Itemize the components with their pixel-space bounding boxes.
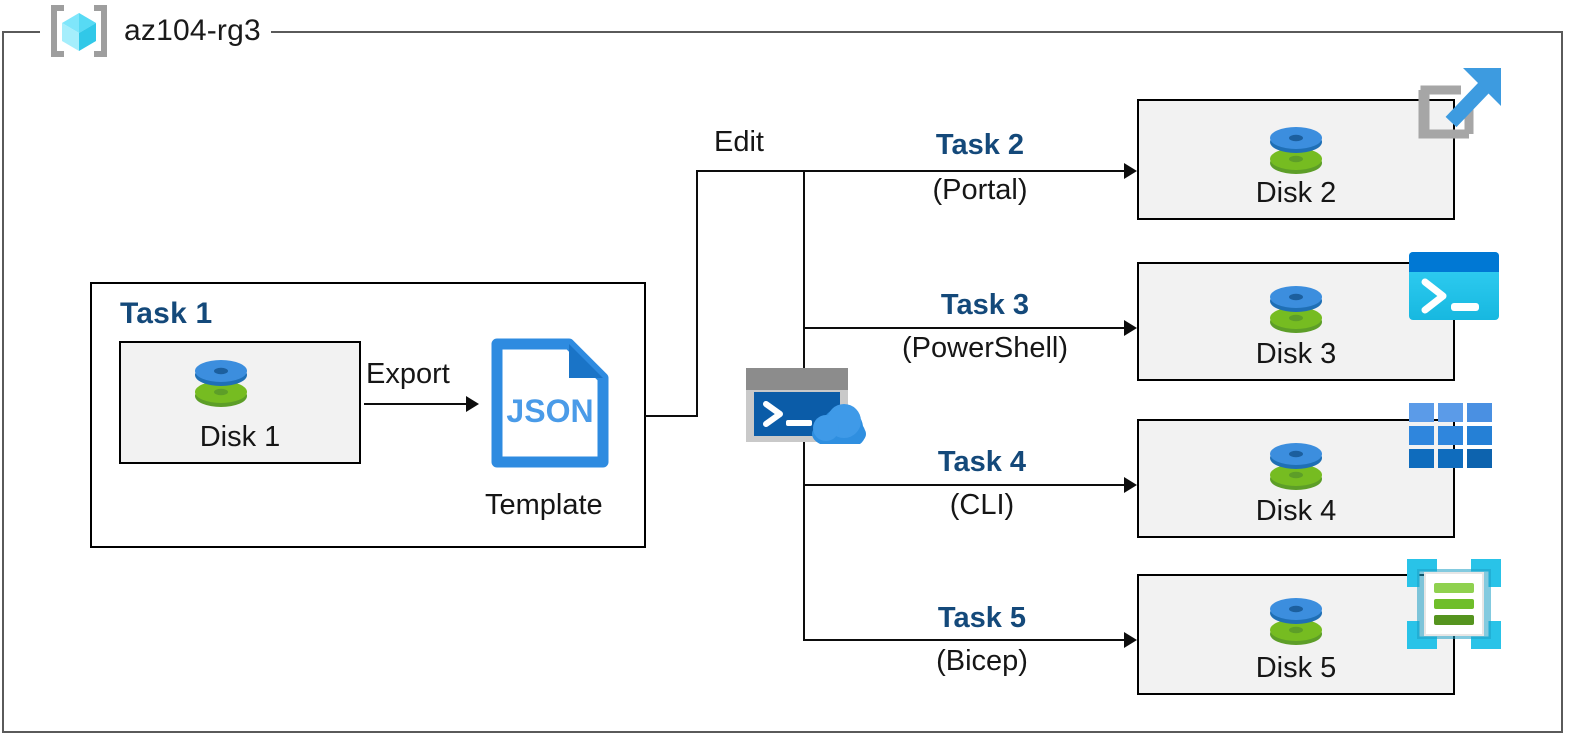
task2-edge-label: Task 2 [880, 131, 1080, 160]
task3-arrow-line [803, 327, 1132, 329]
edit-connector-segment-1 [645, 415, 697, 417]
task2-method: (Portal) [932, 174, 1028, 206]
task5-arrow-head [1124, 632, 1137, 648]
disk1-label: Disk 1 [199, 421, 281, 453]
task5-edge-label: Task 5 [882, 604, 1082, 633]
task5-method: (Bicep) [936, 645, 1028, 677]
task4-arrow-head [1124, 477, 1137, 493]
edit-connector-segment-2 [696, 170, 698, 417]
managed-disk-icon [192, 352, 250, 414]
resource-group-name: az104-rg3 [124, 14, 261, 47]
resource-group-header: az104-rg3 [40, 0, 271, 62]
disk2-label: Disk 2 [1255, 177, 1337, 209]
task3-edge-label: Task 3 [885, 291, 1085, 320]
cloud-shell-icon [744, 366, 866, 444]
azure-cli-grid-icon [1407, 401, 1495, 471]
task1-title: Task 1 [120, 297, 213, 330]
export-label: Export [366, 358, 450, 390]
task5-method-label: (Bicep) [882, 647, 1082, 676]
task3-method-label: (PowerShell) [885, 334, 1085, 363]
task4-arrow-line [803, 484, 1132, 486]
disk3-label: Disk 3 [1255, 338, 1337, 370]
task5-title: Task 5 [937, 602, 1027, 634]
json-file-icon: JSON [491, 338, 609, 468]
task4-title: Task 4 [937, 446, 1027, 478]
resource-group-cube-icon [48, 4, 110, 58]
managed-disk-icon [1267, 590, 1325, 652]
task3-arrow-head [1124, 320, 1137, 336]
azure-portal-icon [1409, 62, 1505, 158]
export-arrow-head [466, 396, 479, 412]
disk5-label: Disk 5 [1255, 652, 1337, 684]
disk4-label: Disk 4 [1255, 495, 1337, 527]
task4-edge-label: Task 4 [882, 448, 1082, 477]
task2-title: Task 2 [935, 129, 1025, 161]
task2-method-label: (Portal) [880, 176, 1080, 205]
bicep-icon [1407, 559, 1501, 649]
task3-method: (PowerShell) [902, 332, 1068, 364]
task4-method-label: (CLI) [882, 491, 1082, 520]
managed-disk-icon [1267, 119, 1325, 181]
template-label: Template [485, 489, 603, 521]
resource-group-frame [2, 31, 1563, 733]
svg-text:JSON: JSON [506, 393, 593, 429]
task5-arrow-line [803, 639, 1132, 641]
powershell-icon [1407, 250, 1501, 322]
managed-disk-icon [1267, 278, 1325, 340]
task2-arrow-head [1124, 163, 1137, 179]
managed-disk-icon [1267, 435, 1325, 497]
export-arrow-line [364, 403, 468, 405]
edit-connector-segment-3 [696, 170, 1132, 172]
task3-title: Task 3 [940, 289, 1030, 321]
task4-method: (CLI) [949, 489, 1015, 521]
edit-label: Edit [714, 126, 764, 158]
